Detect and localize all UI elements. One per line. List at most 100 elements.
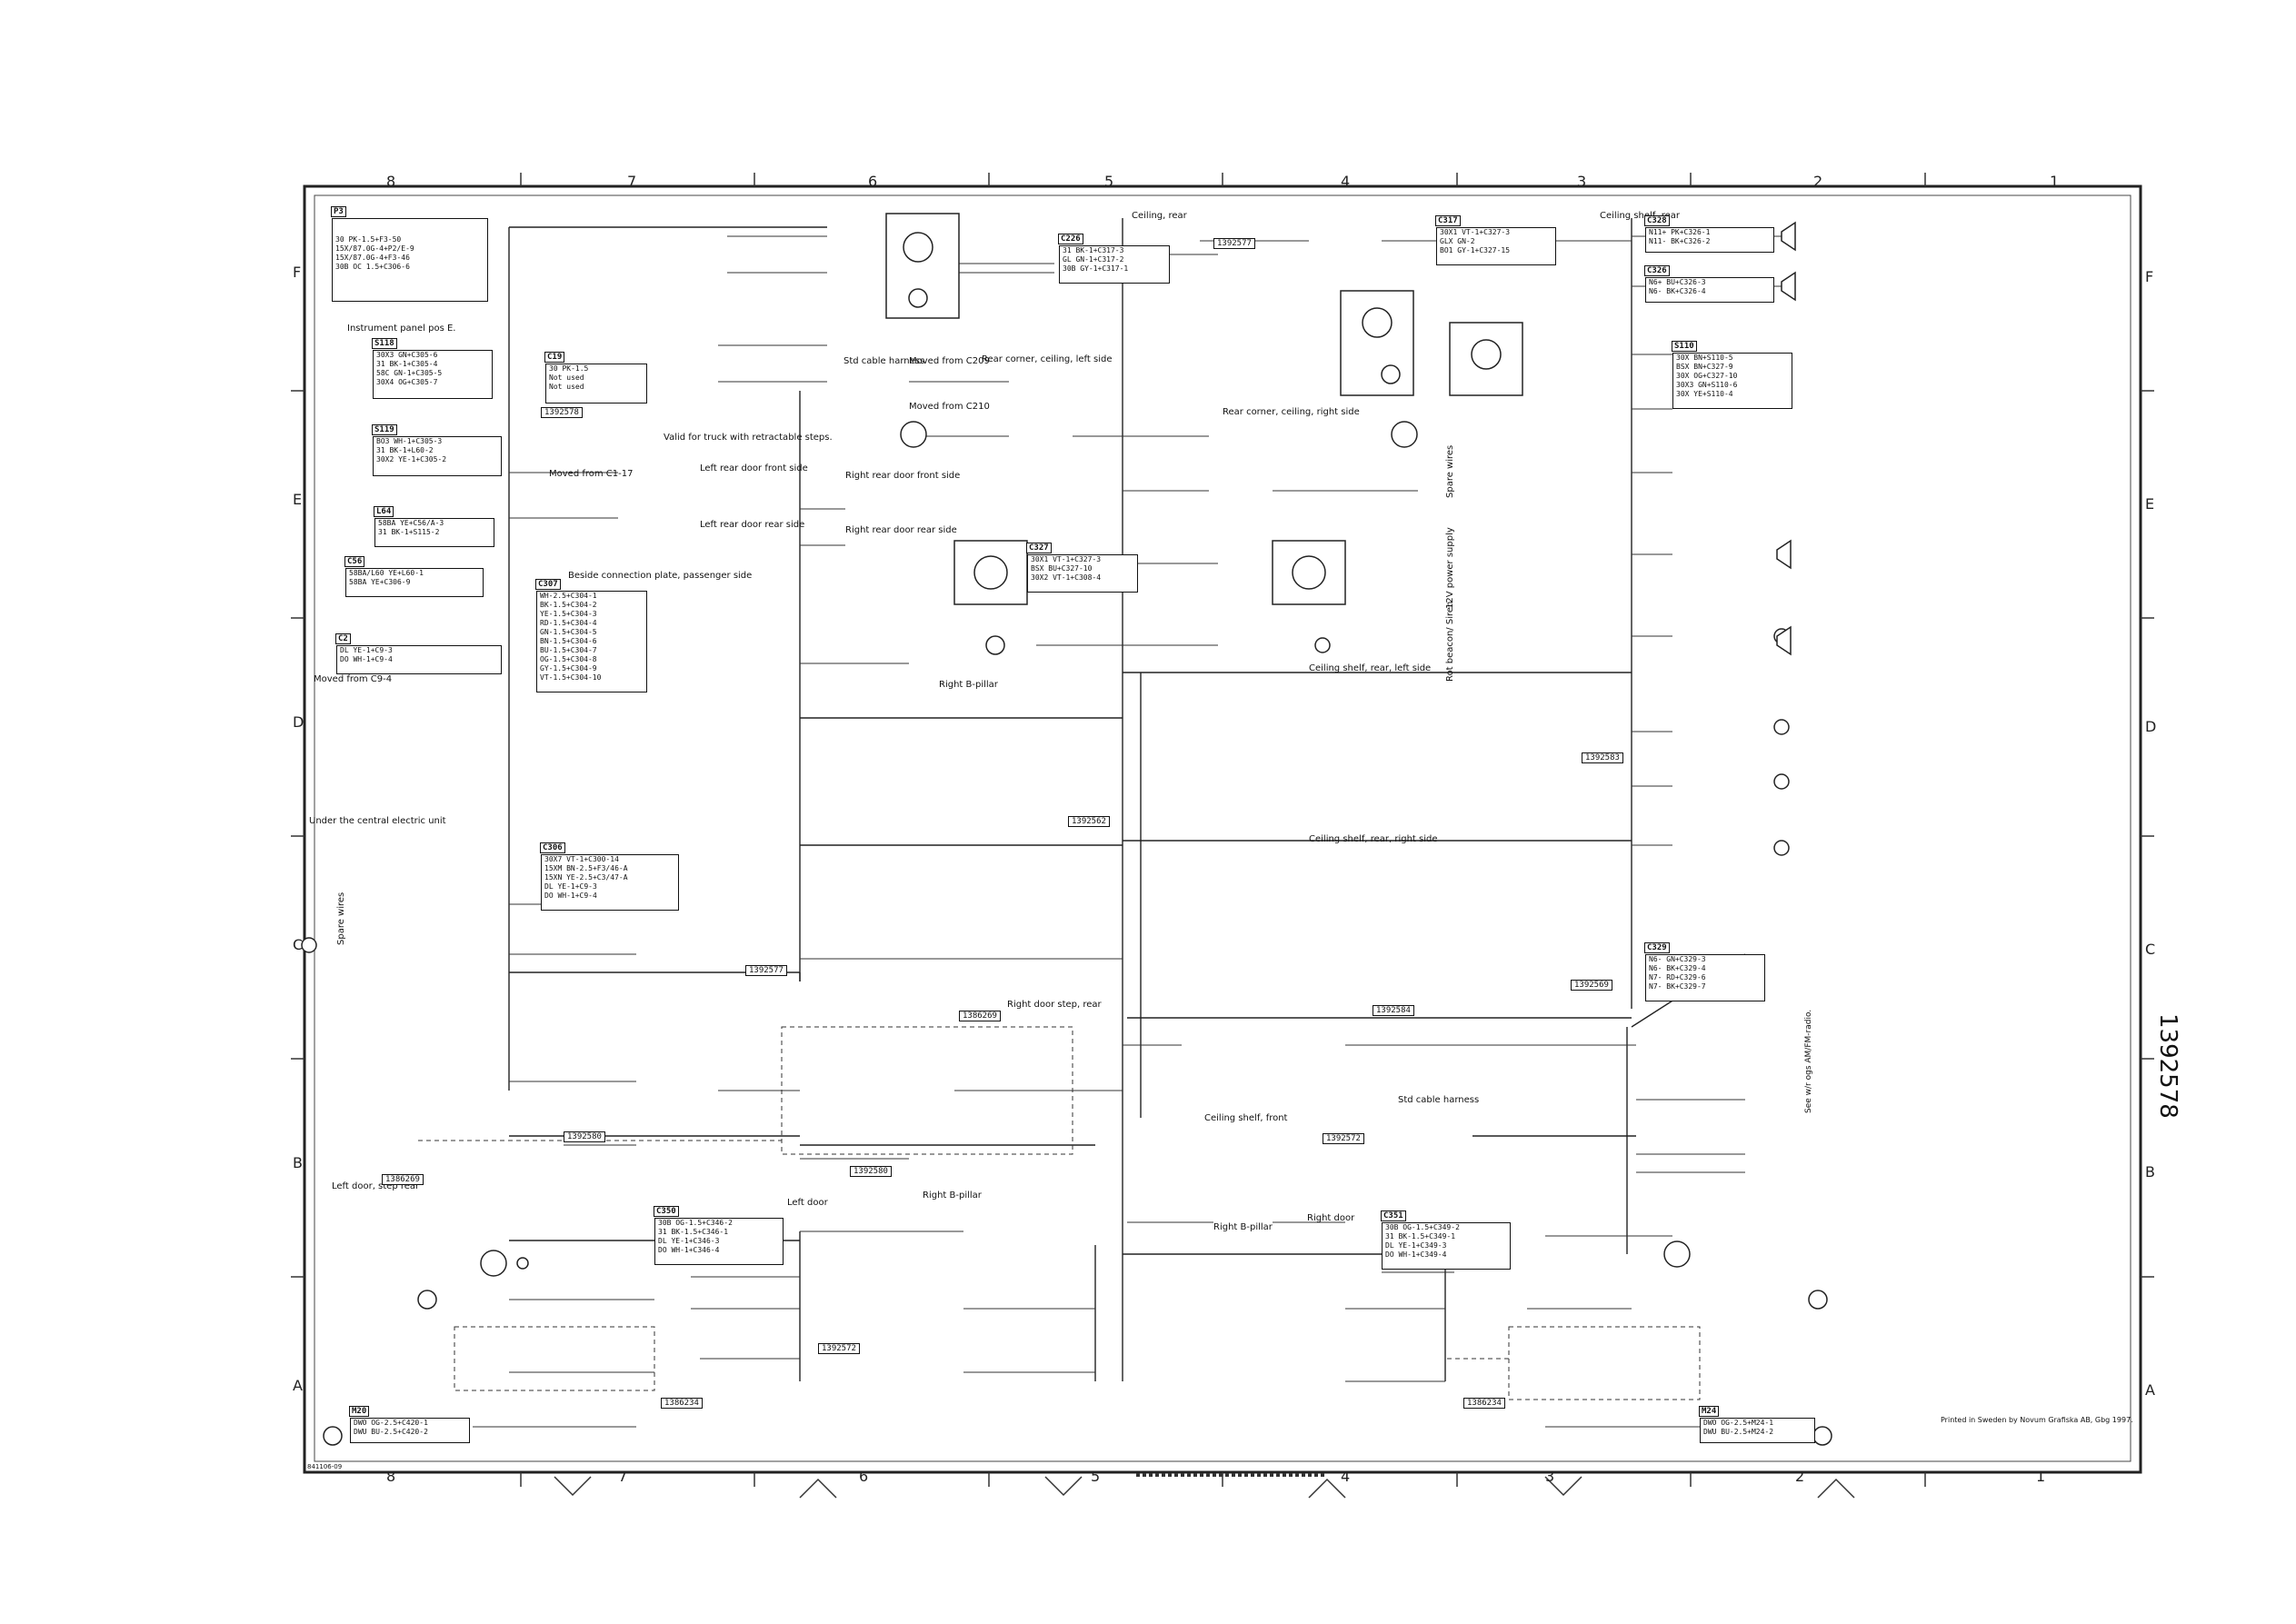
wire-label: DO WH-1+C9-4 bbox=[340, 655, 393, 663]
wire-label: 31 BK-1+L60-2 bbox=[376, 446, 434, 454]
side-note: See w/r ogs AM/FM-radio. bbox=[1804, 1009, 1813, 1113]
wire-label: 30X YE+S110-4 bbox=[1676, 390, 1733, 398]
wire-label: 15XM BN-2.5+F3/46-A bbox=[544, 864, 628, 872]
label-rot-beacon: Rot beacon/ Siren bbox=[1445, 601, 1455, 682]
ref-tag: 1392572 bbox=[818, 1343, 860, 1354]
label-std-cable-harness-2: Std cable harness bbox=[1398, 1095, 1480, 1105]
connector-id: M24 bbox=[1699, 1406, 1720, 1417]
connector-id: C56 bbox=[344, 556, 365, 567]
wire-label: 30X3 GN+C305-6 bbox=[376, 351, 438, 359]
ref-tag: 1392562 bbox=[1068, 816, 1110, 827]
wire-label: 58BA YE+C56/A-3 bbox=[378, 519, 444, 527]
wire-label: N7- BK+C329-7 bbox=[1649, 982, 1706, 991]
wire-label: BSX BU+C327-10 bbox=[1031, 564, 1093, 573]
wire-label: BO3 WH-1+C305-3 bbox=[376, 437, 443, 445]
label-ceiling-shelf-rear-right: Ceiling shelf, rear, right side bbox=[1309, 834, 1438, 844]
zone-side-F-left: F bbox=[293, 264, 302, 281]
zone-top-4: 4 bbox=[1341, 173, 1351, 190]
zone-side-F-right: F bbox=[2145, 268, 2154, 285]
wire-label: DO WH-1+C9-4 bbox=[544, 892, 597, 900]
wire-label: 58BA YE+C306-9 bbox=[349, 578, 411, 586]
wire-label: 30B OC 1.5+C306-6 bbox=[335, 263, 410, 271]
label-right-door: Right door bbox=[1307, 1213, 1355, 1223]
label-under-central-unit: Under the central electric unit bbox=[309, 816, 446, 826]
wire-label: 58C GN-1+C305-5 bbox=[376, 369, 443, 377]
zone-ticks bbox=[291, 173, 2154, 1487]
label-right-b-pillar-lower2: Right B-pillar bbox=[1213, 1222, 1273, 1232]
label-valid-truck: Valid for truck with retractable steps. bbox=[664, 433, 833, 443]
label-spare-wires-right: Spare wires bbox=[1445, 444, 1455, 498]
ref-tag: 1392569 bbox=[1571, 980, 1612, 991]
label-left-rear-door-rear: Left rear door rear side bbox=[700, 520, 805, 530]
wire-label: Not used bbox=[549, 374, 584, 382]
wire-label: BU-1.5+C304-7 bbox=[540, 646, 597, 654]
form-code: 841106-09 bbox=[307, 1463, 343, 1470]
wire-label: 30X1 VT-1+C327-3 bbox=[1440, 228, 1511, 236]
wire-label: DWO OG-2.5+C420-1 bbox=[354, 1419, 428, 1427]
wire-label: Not used bbox=[549, 383, 584, 391]
connector-c328: C328 N11+ PK+C326-1 N11- BK+C326-2 bbox=[1644, 215, 1774, 253]
ref-tag: 1392583 bbox=[1582, 752, 1623, 763]
connector-m24: M24 DWO OG-2.5+M24-1 DWU BU-2.5+M24-2 bbox=[1699, 1406, 1815, 1443]
connector-c317: C317 30X1 VT-1+C327-3 GLX GN-2 BO1 GY-1+… bbox=[1435, 215, 1556, 265]
wire-label: DO WH-1+C349-4 bbox=[1385, 1250, 1447, 1259]
wire-label: 31 BK-1+C317-3 bbox=[1063, 246, 1124, 254]
wire-label: 30X OG+C327-10 bbox=[1676, 372, 1738, 380]
wire-label: 15X/87.0G-4+P2/E-9 bbox=[335, 244, 414, 253]
connector-l64: L64 58BA YE+C56/A-3 31 BK-1+S115-2 bbox=[374, 506, 494, 547]
connector-id: P3 bbox=[331, 206, 346, 217]
wire-label: 30X3 GN+S110-6 bbox=[1676, 381, 1738, 389]
connector-id: C327 bbox=[1026, 543, 1052, 553]
zone-bottom-8: 8 bbox=[386, 1468, 396, 1485]
wire-label: WH-2.5+C304-1 bbox=[540, 592, 597, 600]
ref-tag: 1392584 bbox=[1373, 1005, 1414, 1016]
fold-marks bbox=[554, 1476, 1855, 1499]
zone-bottom-5: 5 bbox=[1091, 1468, 1101, 1485]
zone-top-5: 5 bbox=[1104, 173, 1114, 190]
connector-id: C317 bbox=[1435, 215, 1461, 226]
label-ceiling-rear: Ceiling, rear bbox=[1132, 211, 1187, 221]
zone-side-E-left: E bbox=[293, 491, 303, 508]
wire-label: 30 PK-1.5 bbox=[549, 364, 589, 373]
zone-side-E-right: E bbox=[2145, 495, 2155, 513]
connector-id: L64 bbox=[374, 506, 394, 517]
wire-label: 15XN YE-2.5+C3/47-A bbox=[544, 873, 628, 882]
connector-id: S110 bbox=[1672, 341, 1697, 352]
wire-label: GN-1.5+C304-5 bbox=[540, 628, 597, 636]
wire-label: DWU BU-2.5+C420-2 bbox=[354, 1428, 428, 1436]
label-instrument-panel: Instrument panel pos E. bbox=[347, 324, 456, 334]
zone-top-7: 7 bbox=[627, 173, 637, 190]
connector-s118: S118 30X3 GN+C305-6 31 BK-1+C305-4 58C G… bbox=[372, 338, 493, 399]
wire-label: DL YE-1+C346-3 bbox=[658, 1237, 720, 1245]
wire-label: 30B GY-1+C317-1 bbox=[1063, 264, 1129, 273]
wire-label: DWU BU-2.5+M24-2 bbox=[1703, 1428, 1774, 1436]
wire-label: 30X BN+S110-5 bbox=[1676, 354, 1733, 362]
ref-tag: 1386269 bbox=[382, 1174, 424, 1185]
zone-side-D-left: D bbox=[293, 713, 304, 731]
label-left-door: Left door bbox=[787, 1198, 828, 1208]
wire-label: RD-1.5+C304-4 bbox=[540, 619, 597, 627]
label-moved-c11: Moved from C1-17 bbox=[549, 469, 634, 479]
wire-label: N11+ PK+C326-1 bbox=[1649, 228, 1711, 236]
wire-label: YE-1.5+C304-3 bbox=[540, 610, 597, 618]
connector-m20: M20 DWO OG-2.5+C420-1 DWU BU-2.5+C420-2 bbox=[349, 1406, 470, 1443]
wire-label: N11- BK+C326-2 bbox=[1649, 237, 1711, 245]
connector-c306: C306 30X7 VT-1+C300-14 15XM BN-2.5+F3/46… bbox=[540, 842, 679, 911]
document-number: 1392578 bbox=[2154, 1013, 2181, 1119]
zone-top-6: 6 bbox=[868, 173, 878, 190]
connector-s119: S119 BO3 WH-1+C305-3 31 BK-1+L60-2 30X2 … bbox=[372, 424, 502, 476]
zone-bottom-3: 3 bbox=[1545, 1468, 1555, 1485]
ref-tag: 1392572 bbox=[1323, 1133, 1364, 1144]
label-spare-wires-left: Spare wires bbox=[336, 892, 346, 945]
zone-bottom-6: 6 bbox=[859, 1468, 869, 1485]
label-ceiling-shelf-front: Ceiling shelf, front bbox=[1204, 1113, 1288, 1123]
zone-top-1: 1 bbox=[2050, 173, 2060, 190]
wire-label: 31 BK-1+C305-4 bbox=[376, 360, 438, 368]
wire-label: GY-1.5+C304-9 bbox=[540, 664, 597, 673]
zone-top-2: 2 bbox=[1813, 173, 1823, 190]
zone-side-B-left: B bbox=[293, 1154, 303, 1171]
connector-id: C350 bbox=[654, 1206, 679, 1217]
wire-label: N6- BK+C326-4 bbox=[1649, 287, 1706, 295]
wire-label: OG-1.5+C304-8 bbox=[540, 655, 597, 663]
